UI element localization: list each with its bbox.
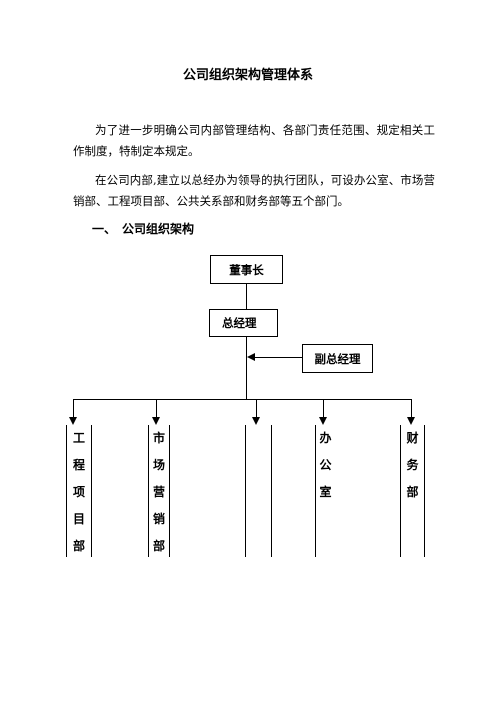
dept-char: 营 — [152, 485, 165, 499]
dept-char: 办 — [319, 431, 332, 445]
dept-office: 办 公 室 — [315, 425, 335, 557]
general-manager-box: 总经理 — [209, 309, 278, 337]
section-title: 公司组织架构 — [122, 222, 195, 236]
drop-line-3 — [256, 399, 257, 418]
arrow-dept-3 — [252, 417, 260, 425]
arrow-dept-4 — [319, 417, 327, 425]
structure-paragraph: 在公司内部,建立以总经办为领导的执行团队，可设办公室、市场营销部、工程项目部、公… — [73, 173, 435, 208]
dept-char: 项 — [72, 485, 85, 499]
dept-char: 工 — [72, 431, 85, 445]
dept-blank — [245, 425, 272, 557]
connector-gm-branch — [246, 337, 247, 399]
chairman-box: 董事长 — [210, 255, 283, 284]
section-heading: 一、公司组织架构 — [92, 220, 194, 237]
dept-char: 务 — [406, 458, 419, 472]
dept-char: 部 — [152, 539, 165, 553]
intro-paragraph: 为了进一步明确公司内部管理结构、各部门责任范围、规定相关工作制度，特制定本规定。 — [73, 123, 435, 158]
arrow-dept-5 — [407, 417, 415, 425]
dept-char: 室 — [319, 485, 332, 499]
dept-char: 目 — [72, 512, 85, 526]
dept-char: 场 — [152, 458, 165, 472]
dept-char: 销 — [152, 512, 165, 526]
dept-char: 财 — [406, 431, 419, 445]
arrow-dept-1 — [69, 417, 77, 425]
document-title: 公司组织架构管理体系 — [182, 68, 313, 83]
drop-line-1 — [73, 399, 74, 418]
dept-engineering: 工 程 项 目 部 — [66, 425, 92, 557]
connector-deputy — [252, 357, 302, 358]
deputy-general-manager-box: 副总经理 — [302, 344, 373, 373]
drop-line-4 — [323, 399, 324, 418]
connector-chairman-gm — [246, 284, 247, 309]
drop-line-5 — [411, 399, 412, 418]
dept-marketing: 市 场 营 销 部 — [148, 425, 170, 557]
dept-char: 公 — [319, 458, 332, 472]
horizontal-bus — [73, 399, 412, 400]
drop-line-2 — [156, 399, 157, 418]
section-number: 一、 — [92, 222, 117, 236]
dept-char: 市 — [152, 431, 165, 445]
dept-char: 部 — [406, 485, 419, 499]
arrow-to-trunk — [247, 353, 255, 361]
dept-char: 程 — [72, 458, 85, 472]
dept-finance: 财 务 部 — [400, 425, 425, 557]
arrow-dept-2 — [152, 417, 160, 425]
dept-char: 部 — [72, 539, 85, 553]
